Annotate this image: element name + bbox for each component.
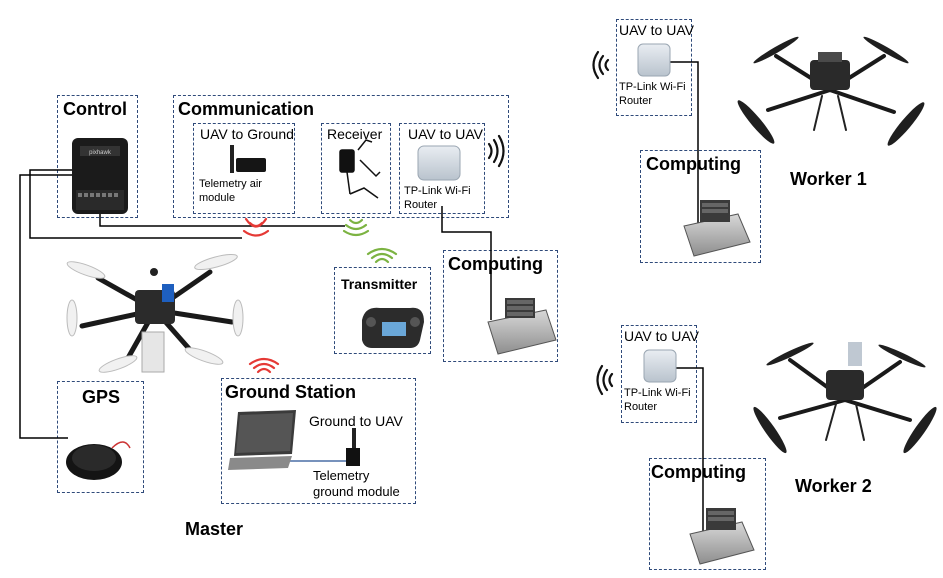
control-title: Control xyxy=(63,99,127,119)
gps-box xyxy=(57,381,144,493)
router-to-computing-wire xyxy=(441,206,492,320)
communication-box xyxy=(173,95,509,218)
telemetry-red-signal-icon xyxy=(242,217,270,237)
control-to-gps-wire xyxy=(19,174,80,439)
worker1-computing-board-image xyxy=(683,200,751,257)
receiver-box xyxy=(321,123,391,214)
receiver-title: Receiver xyxy=(327,126,383,142)
worker2-label: Worker 2 xyxy=(795,476,872,496)
worker2-router-image xyxy=(643,349,677,383)
communication-title: Communication xyxy=(178,99,315,119)
worker1-drone-image xyxy=(737,36,925,146)
gps-puck-image xyxy=(66,441,131,480)
master-label: Master xyxy=(185,519,244,539)
worker1-computing-title: Computing xyxy=(646,154,741,174)
master-router-wifi-signal-icon xyxy=(487,134,505,168)
rc-transmitter-image xyxy=(362,307,424,348)
worker1-uav-to-uav-box xyxy=(616,19,692,116)
master-wires xyxy=(19,169,492,462)
svg-text:pixhawk: pixhawk xyxy=(89,150,112,156)
master-computing-board-image xyxy=(487,298,557,355)
tp-link-router-label: TP-Link Wi-Fi Router xyxy=(404,185,471,211)
uav-to-uav-title: UAV to UAV xyxy=(408,126,483,142)
ground-station-box xyxy=(221,378,416,504)
control-to-receiver-wire xyxy=(99,212,345,227)
worker1-router-image xyxy=(637,43,671,77)
flight-controller-image: pixhawk xyxy=(72,138,128,214)
worker2-computing-board-image xyxy=(689,508,755,565)
worker1-router-label: TP-Link Wi-Fi Router xyxy=(619,81,686,107)
laptop-image xyxy=(228,410,296,470)
telemetry-ground-module-image xyxy=(346,428,360,466)
worker2-computing-title: Computing xyxy=(651,462,746,482)
ground-station-title: Ground Station xyxy=(225,382,356,402)
transmitter-title: Transmitter xyxy=(341,276,418,292)
master-computing-title: Computing xyxy=(448,254,543,274)
master-drone-image xyxy=(66,254,244,373)
transmitter-box xyxy=(334,267,431,354)
telemetry-ground-module-label: Telemetry ground module xyxy=(313,468,400,499)
transmitter-green-signal-icon xyxy=(366,247,398,264)
worker1-uav-to-uav-title: UAV to UAV xyxy=(619,22,694,38)
telemetry-air-module-label: Telemetry air module xyxy=(199,178,262,204)
worker1-computing-box xyxy=(640,150,761,263)
worker2-uav-to-uav-title: UAV to UAV xyxy=(624,328,699,344)
worker2-router-to-computing-wire xyxy=(660,367,704,538)
worker1-router-to-computing-wire xyxy=(656,61,699,228)
uav-to-ground-title: UAV to Ground xyxy=(200,126,294,142)
worker2-router-label: TP-Link Wi-Fi Router xyxy=(624,387,691,413)
worker2-uav-to-uav-box xyxy=(621,325,697,423)
ground-station-red-signal-icon xyxy=(248,357,280,374)
worker2-drone-image xyxy=(753,342,937,454)
worker2-computing-box xyxy=(649,458,766,570)
control-to-telemetry-wire xyxy=(29,169,242,239)
receiver-image xyxy=(339,139,381,199)
gps-title: GPS xyxy=(82,387,121,407)
receiver-green-signal-icon xyxy=(342,218,370,237)
worker1-wifi-signal-icon xyxy=(592,50,610,80)
master-router-image xyxy=(417,145,461,181)
uav-to-ground-box xyxy=(193,123,295,214)
worker2-wifi-signal-icon xyxy=(596,364,614,396)
master-computing-box xyxy=(443,250,558,362)
telemetry-air-module-image xyxy=(230,145,266,173)
worker1-label: Worker 1 xyxy=(790,169,867,189)
control-box xyxy=(57,95,138,218)
ground-to-uav-label: Ground to UAV xyxy=(309,413,403,429)
